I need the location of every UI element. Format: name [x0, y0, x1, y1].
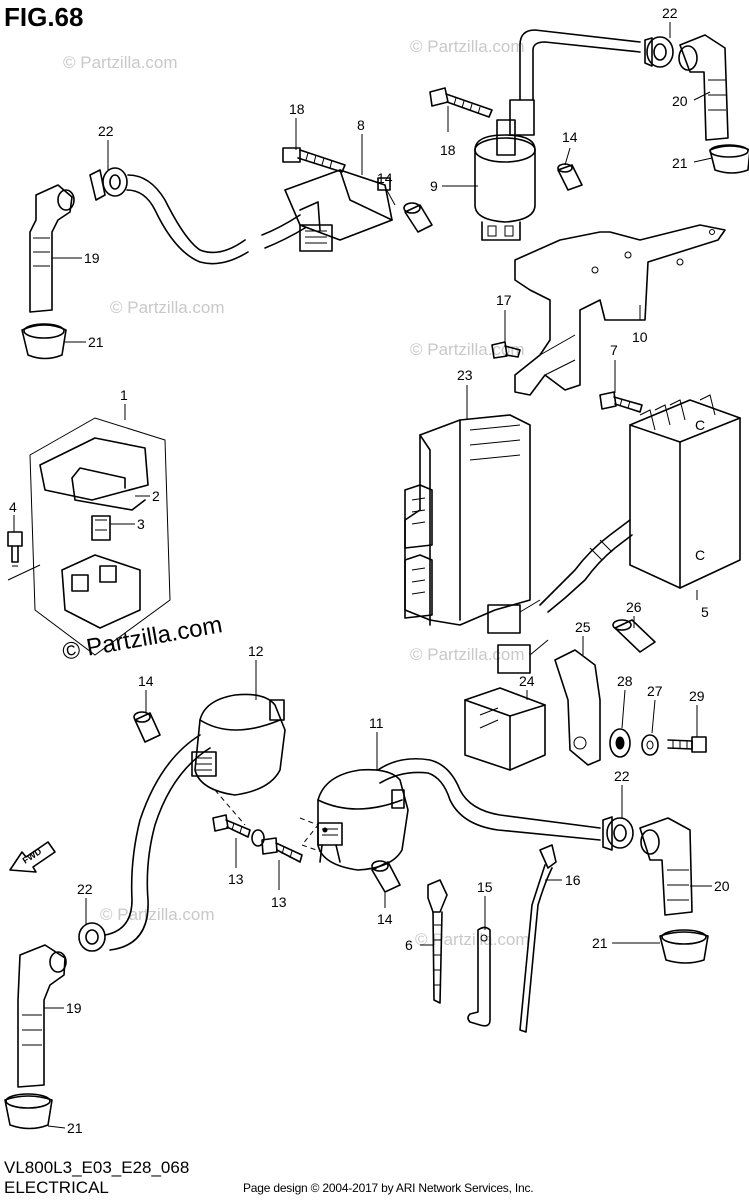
callout-27: 27 [647, 683, 663, 699]
bracket-assembly [491, 224, 726, 396]
section-name: ELECTRICAL [4, 1178, 109, 1197]
callout-28: 28 [617, 673, 633, 689]
callout-16: 16 [565, 872, 581, 888]
callout-9: 9 [430, 178, 438, 194]
callout-7: 7 [610, 342, 618, 358]
callout-15: 15 [477, 879, 493, 895]
leader-lines [13, 22, 713, 1129]
clamps-and-ties [427, 844, 557, 1033]
callout-10: 10 [632, 329, 648, 345]
callout-12: 12 [248, 643, 264, 659]
forward-direction-indicator: FWD [9, 841, 56, 873]
figure-title: FIG.68 [4, 2, 84, 32]
coil-assembly-upper-right [429, 29, 749, 241]
fuse-box-assembly [7, 417, 171, 656]
callout-19: 19 [84, 250, 100, 266]
regulator-mark: C [695, 547, 705, 563]
sensor-and-hardware [464, 619, 707, 771]
callout-29: 29 [689, 688, 705, 704]
regulator-mark: C [695, 417, 705, 433]
callout-1: 1 [120, 387, 128, 403]
callout-labels: 22 20 21 18 8 14 18 9 14 22 19 21 10 17 … [9, 5, 730, 1136]
callout-22: 22 [662, 5, 678, 21]
callout-13: 13 [228, 871, 244, 887]
callout-25: 25 [575, 619, 591, 635]
callout-21: 21 [88, 334, 104, 350]
model-code: VL800L3_E03_E28_068 [4, 1158, 190, 1177]
callout-14: 14 [377, 911, 393, 927]
callout-6: 6 [405, 937, 413, 953]
callout-17: 17 [496, 292, 512, 308]
plug-cap-assembly-upper-left [21, 147, 433, 360]
callout-22: 22 [77, 881, 93, 897]
callout-20: 20 [672, 93, 688, 109]
callout-4: 4 [9, 499, 17, 515]
callout-5: 5 [701, 604, 709, 620]
page-credit: Page design © 2004-2017 by ARI Network S… [243, 1181, 534, 1195]
coil-assembly-lower [4, 693, 709, 1130]
callout-18: 18 [440, 142, 456, 158]
ecm-unit [404, 414, 531, 626]
callout-21: 21 [672, 155, 688, 171]
callout-19: 19 [66, 1000, 82, 1016]
watermark: © Partzilla.com [410, 37, 525, 56]
callout-23: 23 [457, 367, 473, 383]
callout-21: 21 [592, 935, 608, 951]
callout-22: 22 [614, 768, 630, 784]
callout-14: 14 [377, 170, 393, 186]
callout-8: 8 [357, 117, 365, 133]
callout-18: 18 [289, 101, 305, 117]
watermark: © Partzilla.com [100, 905, 215, 924]
callout-13: 13 [271, 894, 287, 910]
callout-14: 14 [138, 673, 154, 689]
watermark: © Partzilla.com [110, 298, 225, 317]
callout-11: 11 [369, 715, 384, 731]
watermark: © Partzilla.com [415, 930, 530, 949]
callout-21: 21 [67, 1120, 83, 1136]
callout-24: 24 [519, 673, 535, 689]
watermark: © Partzilla.com [410, 645, 525, 664]
callout-20: 20 [714, 878, 730, 894]
callout-26: 26 [626, 599, 642, 615]
watermark: © Partzilla.com [63, 53, 178, 72]
callout-22: 22 [98, 123, 114, 139]
callout-3: 3 [137, 516, 145, 532]
callout-14: 14 [562, 129, 578, 145]
regulator-rectifier: C C [487, 391, 741, 674]
callout-2: 2 [152, 488, 160, 504]
